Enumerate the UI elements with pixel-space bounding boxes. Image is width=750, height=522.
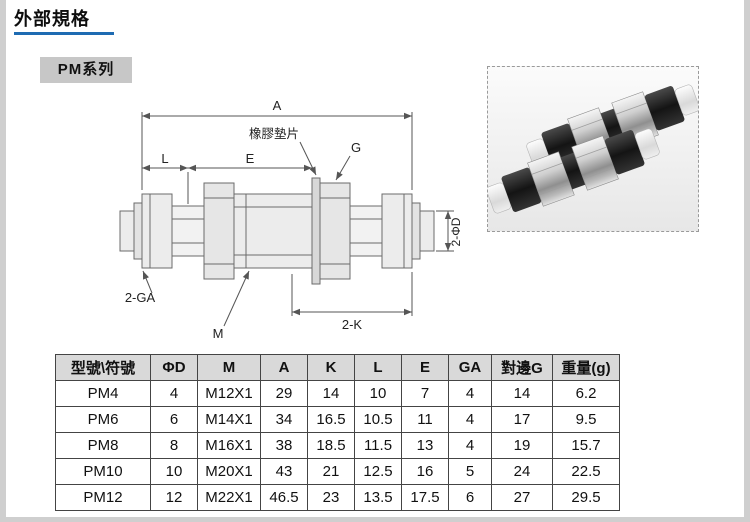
technical-drawing: A 橡膠墊片 L E G 2-ΦD 2-GA M 2-K	[119, 98, 463, 341]
table-cell: M14X1	[197, 406, 261, 433]
column-header: ΦD	[150, 354, 198, 381]
dim-label-a: A	[273, 98, 282, 113]
page-title: 外部規格	[14, 9, 90, 29]
table-cell: M22X1	[197, 484, 261, 511]
fitting-body	[119, 177, 435, 285]
table-cell: 23	[307, 484, 355, 511]
title-underline	[14, 32, 114, 35]
table-cell: PM10	[55, 458, 151, 485]
table-cell: 10	[354, 380, 402, 407]
product-photo-illustration	[488, 67, 698, 231]
dim-label-ga: 2-GA	[125, 290, 156, 305]
table-cell: M20X1	[197, 458, 261, 485]
table-cell: PM6	[55, 406, 151, 433]
dim-label-g: G	[351, 140, 361, 155]
table-cell: 6	[448, 484, 492, 511]
table-cell: 38	[260, 432, 308, 459]
catalog-page: 外部規格 PM系列	[6, 0, 744, 517]
table-cell: 29	[260, 380, 308, 407]
table-cell: 16.5	[307, 406, 355, 433]
table-cell: 29.5	[552, 484, 620, 511]
dim-label-k: 2-K	[342, 317, 363, 332]
column-header: M	[197, 354, 261, 381]
table-cell: 13	[401, 432, 449, 459]
dim-label-m: M	[213, 326, 224, 341]
rubber-gasket	[311, 177, 321, 285]
product-photo	[487, 66, 699, 232]
table-cell: 6	[150, 406, 198, 433]
table-cell: 24	[491, 458, 553, 485]
table-cell: 4	[150, 380, 198, 407]
column-header: K	[307, 354, 355, 381]
table-cell: 6.2	[552, 380, 620, 407]
table-cell: 10.5	[354, 406, 402, 433]
table-cell: 17.5	[401, 484, 449, 511]
table-cell: 4	[448, 432, 492, 459]
table-cell: 4	[448, 380, 492, 407]
dimension-labels: A 橡膠墊片 L E G 2-ΦD 2-GA M 2-K	[125, 98, 463, 341]
table-cell: 11.5	[354, 432, 402, 459]
table-cell: 21	[307, 458, 355, 485]
table-cell: 12	[150, 484, 198, 511]
column-header: GA	[448, 354, 492, 381]
table-cell: PM4	[55, 380, 151, 407]
dim-label-l: L	[161, 151, 168, 166]
column-header: A	[260, 354, 308, 381]
table-cell: 34	[260, 406, 308, 433]
table-cell: 8	[150, 432, 198, 459]
column-header: 型號\符號	[55, 354, 151, 381]
table-cell: 10	[150, 458, 198, 485]
table-cell: 19	[491, 432, 553, 459]
table-cell: 9.5	[552, 406, 620, 433]
table-cell: 14	[307, 380, 355, 407]
series-badge: PM系列	[40, 57, 132, 83]
table-cell: M12X1	[197, 380, 261, 407]
table-cell: PM8	[55, 432, 151, 459]
table-cell: 18.5	[307, 432, 355, 459]
column-header: L	[354, 354, 402, 381]
table-cell: PM12	[55, 484, 151, 511]
table-cell: 46.5	[260, 484, 308, 511]
table-cell: 5	[448, 458, 492, 485]
table-cell: 13.5	[354, 484, 402, 511]
table-cell: 11	[401, 406, 449, 433]
table-cell: 16	[401, 458, 449, 485]
dimension-arrows	[142, 112, 452, 316]
gasket-label: 橡膠墊片	[249, 127, 299, 141]
dim-label-e: E	[246, 151, 255, 166]
table-cell: 17	[491, 406, 553, 433]
table-cell: 7	[401, 380, 449, 407]
table-cell: 43	[260, 458, 308, 485]
table-cell: 22.5	[552, 458, 620, 485]
hex-nut	[319, 182, 351, 280]
table-cell: M16X1	[197, 432, 261, 459]
dim-label-phid: 2-ΦD	[449, 217, 463, 246]
table-cell: 4	[448, 406, 492, 433]
table-cell: 27	[491, 484, 553, 511]
table-cell: 12.5	[354, 458, 402, 485]
column-header: 重量(g)	[552, 354, 620, 381]
column-header: 對邊G	[491, 354, 553, 381]
table-cell: 15.7	[552, 432, 620, 459]
column-header: E	[401, 354, 449, 381]
table-cell: 14	[491, 380, 553, 407]
